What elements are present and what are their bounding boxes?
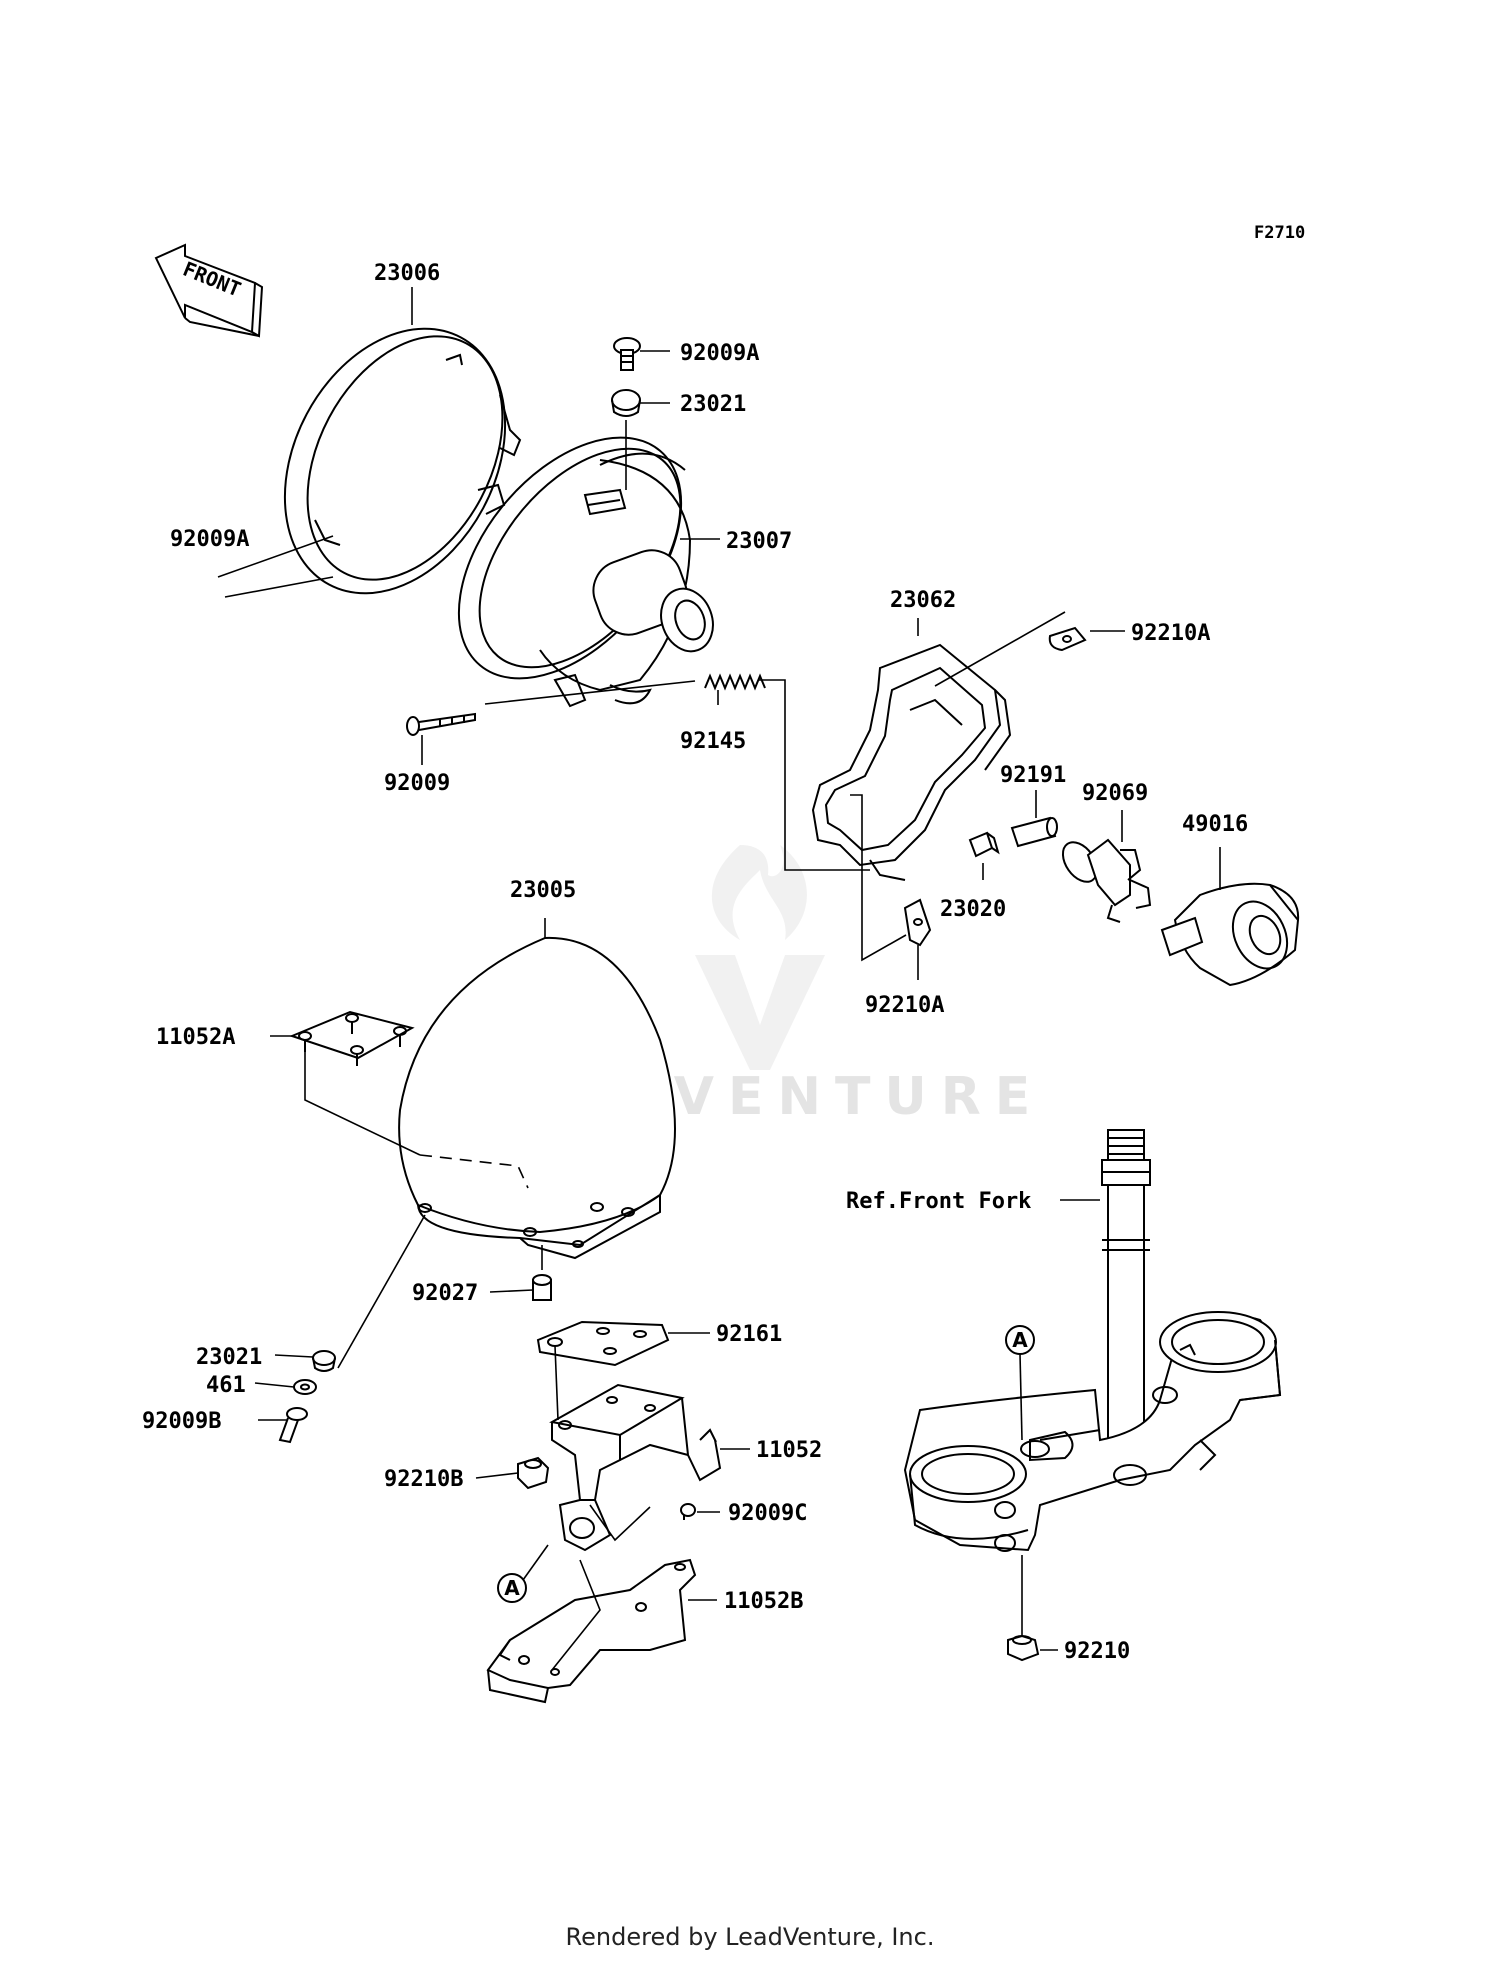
headlight-unit bbox=[457, 436, 714, 708]
connector-23020 bbox=[968, 831, 1000, 858]
damper-92161 bbox=[536, 1320, 670, 1367]
label-92210: 92210 bbox=[1064, 1639, 1130, 1664]
label-49016: 49016 bbox=[1182, 812, 1248, 837]
boot-49016 bbox=[1160, 882, 1300, 987]
nut-92210A-bottom bbox=[903, 898, 932, 947]
screw-92009B bbox=[278, 1407, 308, 1444]
label-92009A-left: 92009A bbox=[170, 527, 249, 552]
screw-92009C bbox=[680, 1503, 696, 1520]
footer-credit: Rendered by LeadVenture, Inc. bbox=[566, 1923, 935, 1951]
washer-461 bbox=[293, 1379, 317, 1395]
label-92027: 92027 bbox=[412, 1281, 478, 1306]
label-92210B: 92210B bbox=[384, 1467, 463, 1492]
label-92069: 92069 bbox=[1082, 781, 1148, 806]
label-23007: 23007 bbox=[726, 529, 792, 554]
label-92009: 92009 bbox=[384, 771, 450, 796]
figure-id: F2710 bbox=[1254, 223, 1305, 243]
plate-11052A bbox=[289, 1010, 415, 1066]
tube-92191 bbox=[1010, 816, 1058, 848]
label-92009B: 92009B bbox=[142, 1409, 221, 1434]
watermark-logo bbox=[695, 845, 825, 1070]
bracket-11052 bbox=[549, 1383, 722, 1552]
reference-letter-a-left: A bbox=[504, 1576, 520, 1600]
label-23062: 23062 bbox=[890, 588, 956, 613]
label-23021-bottom: 23021 bbox=[196, 1345, 262, 1370]
label-92145: 92145 bbox=[680, 729, 746, 754]
leader-lines bbox=[217, 287, 1221, 1671]
label-11052A: 11052A bbox=[156, 1025, 235, 1050]
label-92210A-bottom: 92210A bbox=[865, 993, 944, 1018]
label-23020: 23020 bbox=[940, 897, 1006, 922]
label-23005: 23005 bbox=[510, 878, 576, 903]
label-23021-top: 23021 bbox=[680, 392, 746, 417]
reference-marker-a-bracket: A bbox=[497, 1573, 527, 1603]
nut-92210A-top bbox=[1048, 626, 1087, 652]
label-11052B: 11052B bbox=[724, 1589, 803, 1614]
label-11052: 11052 bbox=[756, 1438, 822, 1463]
steering-stem-front-fork bbox=[903, 1129, 1282, 1552]
label-92009A-top: 92009A bbox=[680, 341, 759, 366]
screw-92009 bbox=[406, 712, 476, 736]
bulb-92069 bbox=[1061, 838, 1152, 923]
label-92161: 92161 bbox=[716, 1322, 782, 1347]
label-92191: 92191 bbox=[1000, 763, 1066, 788]
headlight-housing-23005 bbox=[398, 936, 676, 1260]
collar-92027 bbox=[532, 1274, 552, 1301]
headlight-bracket-23062 bbox=[811, 643, 1012, 881]
grommet-23021-top bbox=[611, 389, 641, 417]
label-23006: 23006 bbox=[374, 261, 440, 286]
screw-92009A-top bbox=[613, 337, 641, 371]
nut-92210B bbox=[517, 1456, 550, 1490]
front-direction-arrow: FRONT bbox=[154, 243, 264, 338]
bracket-11052B bbox=[486, 1558, 697, 1704]
grommet-23021-bottom bbox=[312, 1350, 336, 1372]
spring-92145 bbox=[704, 673, 766, 691]
reference-marker-a-stem: A bbox=[1005, 1325, 1035, 1355]
label-92009C: 92009C bbox=[728, 1501, 807, 1526]
label-461: 461 bbox=[206, 1373, 246, 1398]
label-ref-front-fork: Ref.Front Fork bbox=[846, 1189, 1031, 1214]
part-labels: 23006 92009A 23021 92009A 23007 23062 92… bbox=[142, 261, 1248, 1664]
label-92210A-top: 92210A bbox=[1131, 621, 1210, 646]
nut-92210 bbox=[1007, 1634, 1040, 1662]
headlight-rim bbox=[283, 327, 522, 595]
reference-letter-a-right: A bbox=[1012, 1328, 1028, 1352]
